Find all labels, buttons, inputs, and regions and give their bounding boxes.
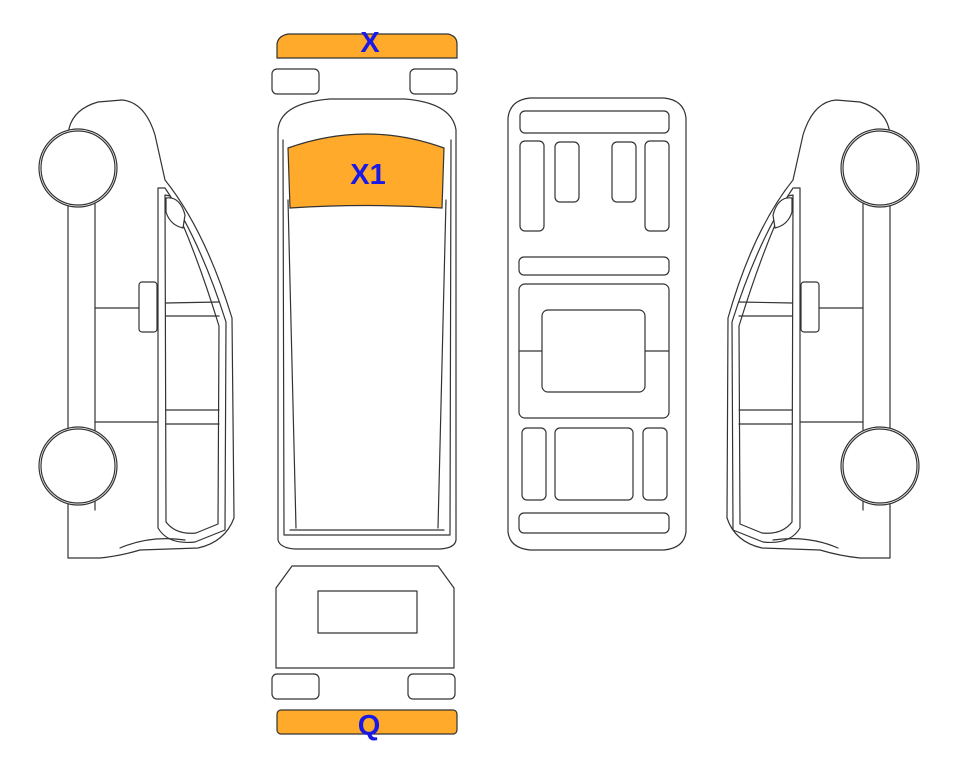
rear-bumper-highlight[interactable] <box>276 709 458 735</box>
rear-bumper-label: Q <box>358 710 381 742</box>
van-left-side-view <box>38 99 235 559</box>
rear-right-taillight <box>407 673 456 700</box>
rear-bumper-part[interactable]: Q <box>276 709 458 742</box>
van-top-view: X1 <box>277 98 457 550</box>
front-bumper-label: X <box>360 27 380 59</box>
front-left-headlight <box>271 68 320 95</box>
van-underbody-view <box>507 97 687 551</box>
rear-window <box>317 590 418 634</box>
front-bumper-highlight[interactable] <box>276 33 458 59</box>
front-bumper-part[interactable]: X <box>276 27 458 59</box>
windshield-part[interactable]: X1 <box>287 133 445 209</box>
rear-left-taillight <box>271 673 320 700</box>
windshield-highlight[interactable] <box>287 133 445 209</box>
windshield-label: X1 <box>350 159 385 191</box>
van-right-side-view <box>726 99 920 559</box>
front-right-headlight <box>409 68 458 95</box>
van-rear-view <box>275 565 455 669</box>
